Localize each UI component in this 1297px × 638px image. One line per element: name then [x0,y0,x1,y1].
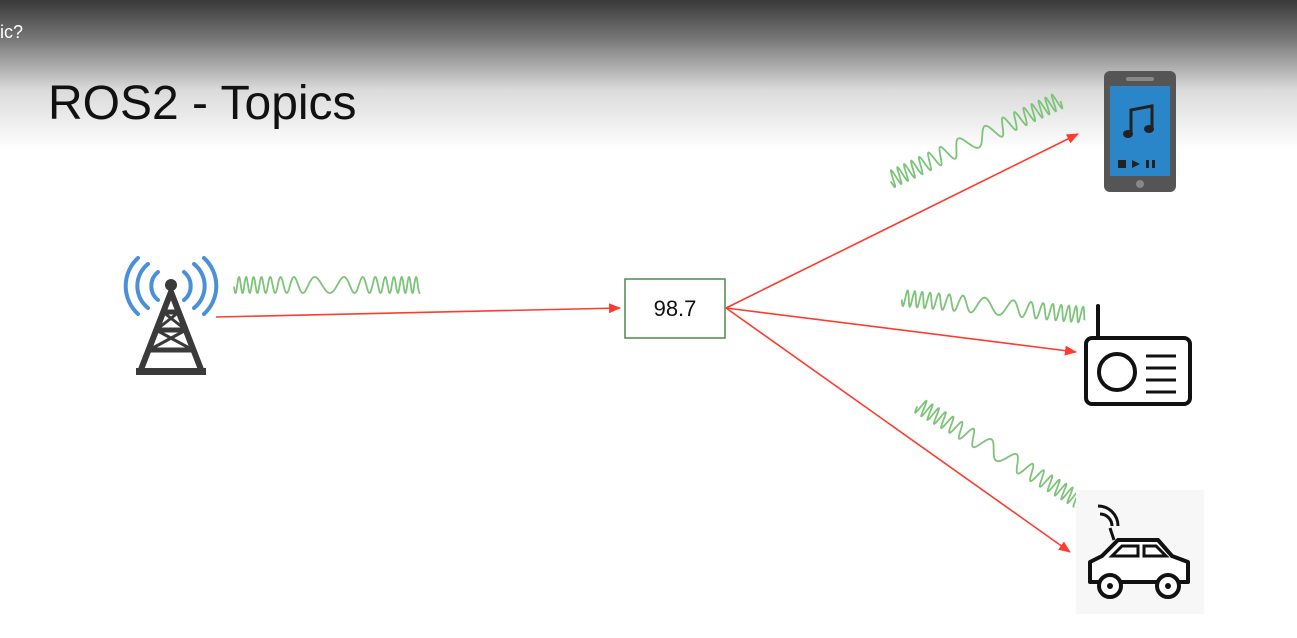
wave-publisher [233,275,421,295]
smartphone-music-icon [1104,71,1176,192]
wave-phone [889,93,1064,189]
arrow-topic-to-radio [725,307,1077,356]
connected-car-icon [1076,490,1204,614]
topic-node: 98.7 [624,278,726,339]
radio-waves [233,93,1086,508]
topic-label: 98.7 [654,296,697,321]
wave-car [914,399,1080,508]
radio-tower-icon [123,256,219,375]
arrow-topic-to-car [725,307,1071,553]
slide-title: ROS2 - Topics [48,77,357,130]
arrow-topic-to-phone [725,133,1079,309]
video-title[interactable]: ic? [0,22,24,42]
radio-icon [1084,304,1192,406]
arrow-publisher-to-topic [215,303,621,318]
wave-radio [901,289,1086,324]
